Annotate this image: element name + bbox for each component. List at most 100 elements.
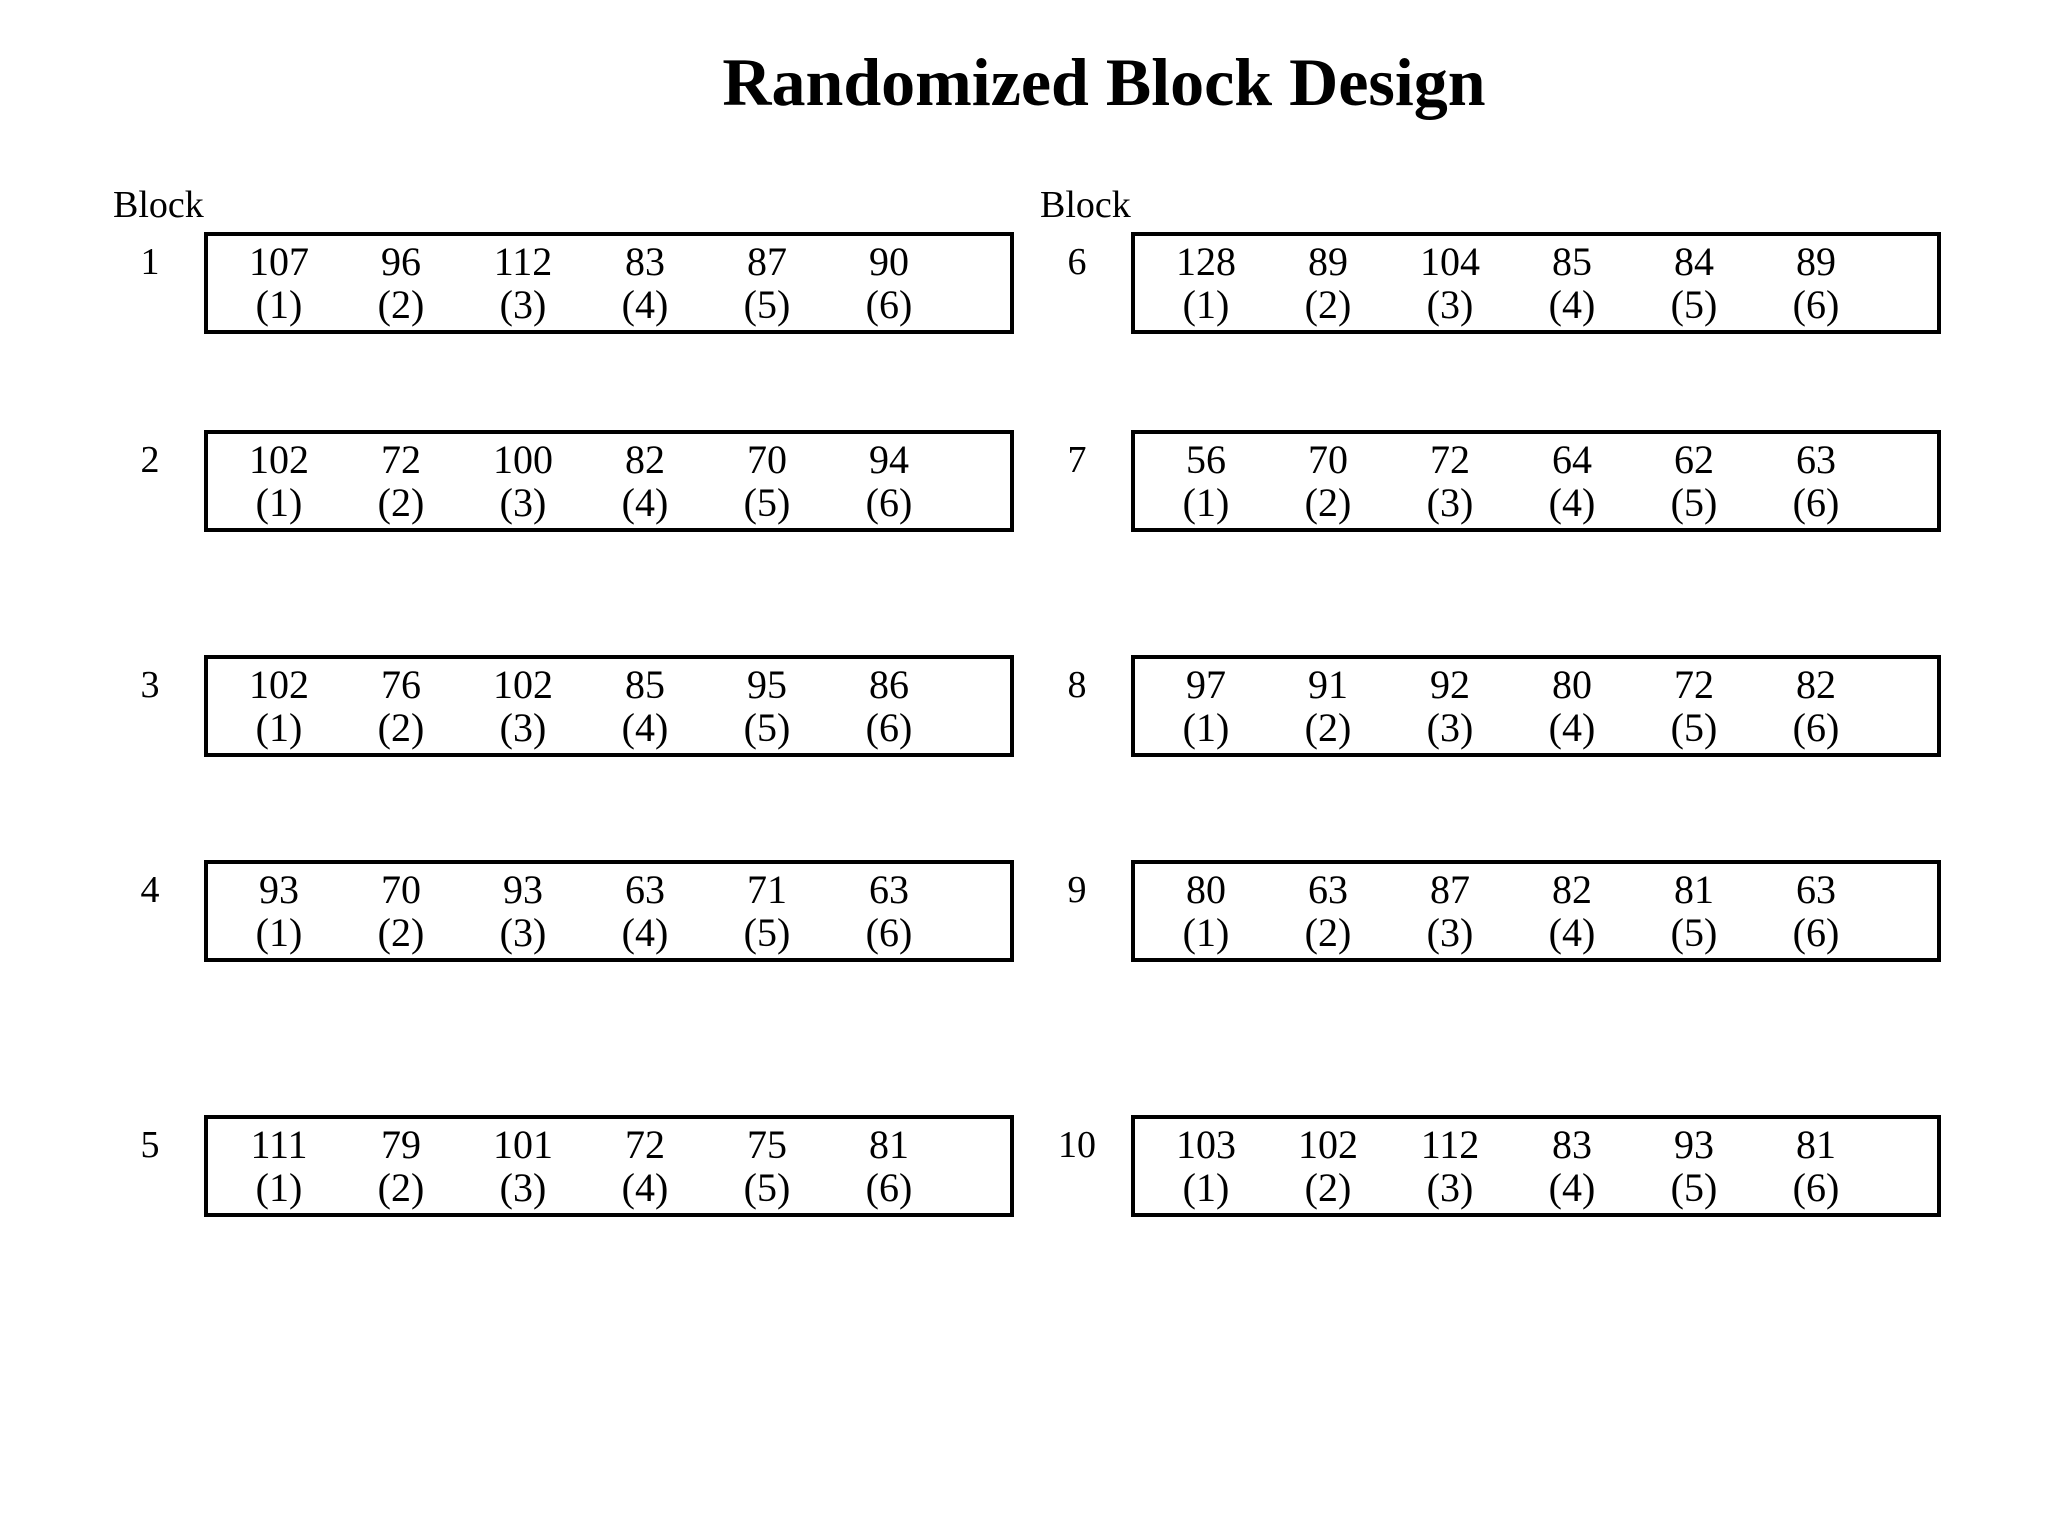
block-number: 2	[140, 439, 160, 481]
plot-cell: 85(4)	[1511, 240, 1633, 330]
plot-cell: 72(5)	[1633, 663, 1755, 753]
block-column-header: Block	[113, 184, 204, 226]
treatment-label: (5)	[1670, 705, 1718, 750]
observation-value: 89	[1308, 239, 1348, 284]
block-box: 97(1)91(2)92(3)80(4)72(5)82(6)	[1131, 655, 1941, 757]
observation-value: 102	[249, 662, 309, 707]
treatment-label: (2)	[377, 910, 425, 955]
observation-value: 71	[747, 867, 787, 912]
block-number: 3	[140, 664, 160, 706]
treatment-label: (2)	[1304, 910, 1352, 955]
treatment-label: (2)	[1304, 282, 1352, 327]
treatment-label: (4)	[1548, 282, 1596, 327]
plot-cell: 92(3)	[1389, 663, 1511, 753]
treatment-label: (6)	[1792, 705, 1840, 750]
observation-value: 82	[1552, 867, 1592, 912]
block-box: 102(1)72(2)100(3)82(4)70(5)94(6)	[204, 430, 1014, 532]
treatment-label: (1)	[1182, 705, 1230, 750]
observation-value: 103	[1176, 1122, 1236, 1167]
treatment-label: (1)	[255, 1165, 303, 1210]
observation-value: 63	[625, 867, 665, 912]
observation-value: 80	[1186, 867, 1226, 912]
observation-value: 102	[249, 437, 309, 482]
plot-cell: 81(6)	[1755, 1123, 1877, 1213]
observation-value: 93	[503, 867, 543, 912]
observation-value: 76	[381, 662, 421, 707]
treatment-label: (3)	[499, 480, 547, 525]
plot-cell: 64(4)	[1511, 438, 1633, 528]
observation-value: 92	[1430, 662, 1470, 707]
plot-cell: 93(5)	[1633, 1123, 1755, 1213]
block-box: 103(1)102(2)112(3)83(4)93(5)81(6)	[1131, 1115, 1941, 1217]
treatment-label: (3)	[1426, 282, 1474, 327]
block-number: 9	[1067, 869, 1087, 911]
treatment-label: (3)	[499, 282, 547, 327]
observation-value: 63	[1796, 437, 1836, 482]
plot-cell: 102(1)	[218, 438, 340, 528]
treatment-label: (1)	[1182, 480, 1230, 525]
observation-value: 72	[1430, 437, 1470, 482]
treatment-label: (5)	[1670, 480, 1718, 525]
observation-value: 97	[1186, 662, 1226, 707]
plot-cell: 56(1)	[1145, 438, 1267, 528]
plot-cell: 103(1)	[1145, 1123, 1267, 1213]
plot-cell: 83(4)	[584, 240, 706, 330]
observation-value: 83	[1552, 1122, 1592, 1167]
plot-cell: 89(2)	[1267, 240, 1389, 330]
treatment-label: (2)	[377, 1165, 425, 1210]
treatment-label: (6)	[865, 1165, 913, 1210]
observation-value: 56	[1186, 437, 1226, 482]
plot-cell: 89(6)	[1755, 240, 1877, 330]
plot-cell: 82(4)	[584, 438, 706, 528]
observation-value: 64	[1552, 437, 1592, 482]
observation-value: 91	[1308, 662, 1348, 707]
observation-value: 104	[1420, 239, 1480, 284]
treatment-label: (1)	[1182, 282, 1230, 327]
treatment-label: (5)	[1670, 1165, 1718, 1210]
block-box: 111(1)79(2)101(3)72(4)75(5)81(6)	[204, 1115, 1014, 1217]
plot-cell: 72(2)	[340, 438, 462, 528]
block-number: 6	[1067, 241, 1087, 283]
plot-cell: 90(6)	[828, 240, 950, 330]
treatment-label: (6)	[865, 705, 913, 750]
treatment-label: (6)	[1792, 1165, 1840, 1210]
plot-cell: 84(5)	[1633, 240, 1755, 330]
plot-cell: 104(3)	[1389, 240, 1511, 330]
observation-value: 90	[869, 239, 909, 284]
observation-value: 81	[1674, 867, 1714, 912]
treatment-label: (2)	[377, 480, 425, 525]
treatment-label: (5)	[1670, 910, 1718, 955]
treatment-label: (3)	[499, 1165, 547, 1210]
treatment-label: (3)	[499, 705, 547, 750]
plot-cell: 94(6)	[828, 438, 950, 528]
treatment-label: (6)	[865, 480, 913, 525]
treatment-label: (4)	[1548, 480, 1596, 525]
block-box: 56(1)70(2)72(3)64(4)62(5)63(6)	[1131, 430, 1941, 532]
treatment-label: (5)	[1670, 282, 1718, 327]
plot-cell: 82(4)	[1511, 868, 1633, 958]
treatment-label: (2)	[1304, 1165, 1352, 1210]
plot-cell: 80(1)	[1145, 868, 1267, 958]
block-number: 10	[1058, 1124, 1096, 1166]
treatment-label: (5)	[743, 705, 791, 750]
observation-value: 86	[869, 662, 909, 707]
treatment-label: (1)	[255, 282, 303, 327]
treatment-label: (3)	[1426, 480, 1474, 525]
plot-cell: 112(3)	[1389, 1123, 1511, 1213]
observation-value: 89	[1796, 239, 1836, 284]
treatment-label: (1)	[255, 705, 303, 750]
plot-cell: 81(6)	[828, 1123, 950, 1213]
treatment-label: (4)	[621, 910, 669, 955]
observation-value: 63	[869, 867, 909, 912]
observation-value: 81	[869, 1122, 909, 1167]
treatment-label: (5)	[743, 480, 791, 525]
plot-cell: 102(1)	[218, 663, 340, 753]
plot-cell: 80(4)	[1511, 663, 1633, 753]
